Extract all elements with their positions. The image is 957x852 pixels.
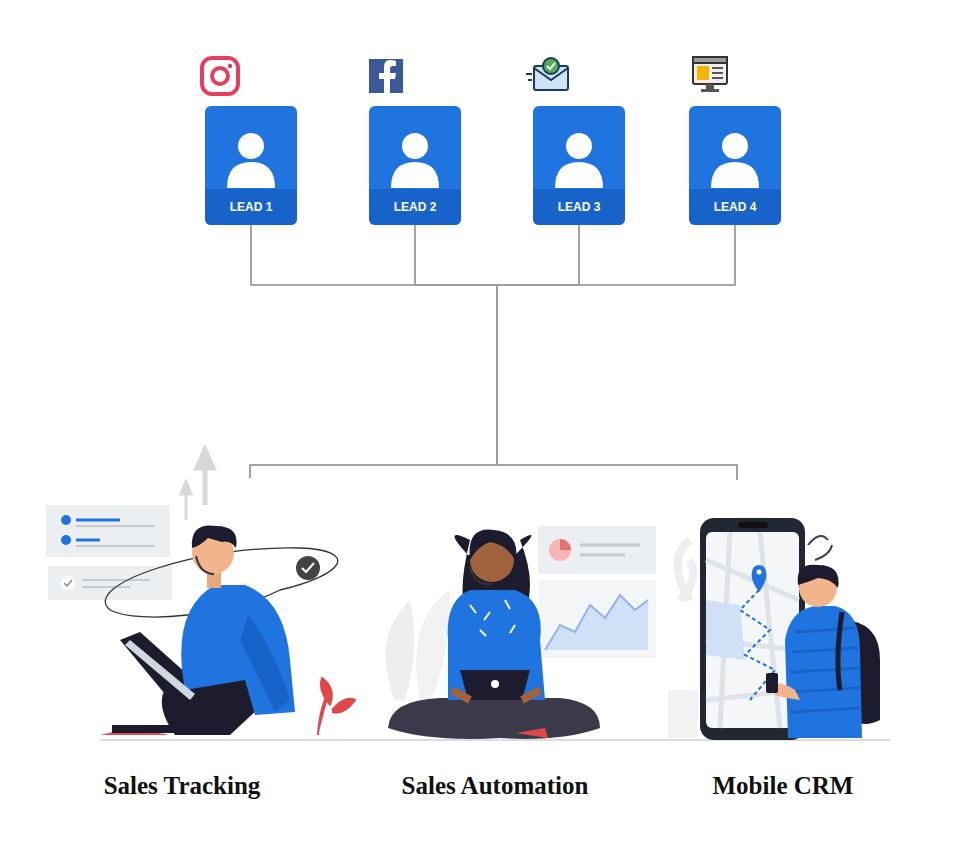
lead-label-band: LEAD 3 — [533, 189, 625, 225]
lead-label-band: LEAD 1 — [205, 189, 297, 225]
website-icon — [693, 57, 727, 92]
feature-panel: Sales Automation — [370, 466, 620, 808]
sales-automation-illustration — [318, 526, 656, 739]
lead-label: LEAD 3 — [558, 200, 601, 214]
person-icon — [369, 106, 461, 190]
feature-title: Mobile CRM — [710, 772, 857, 800]
lead-label: LEAD 4 — [714, 200, 757, 214]
tree-connector — [497, 225, 735, 466]
lead-label-band: LEAD 4 — [689, 189, 781, 225]
lead-card: LEAD 2 — [369, 106, 461, 225]
sales-tracking-illustration — [46, 450, 338, 735]
lead-card: LEAD 3 — [533, 106, 625, 225]
tree-connector — [415, 225, 737, 480]
tree-connector — [415, 225, 497, 466]
lead-label: LEAD 2 — [394, 200, 437, 214]
tree-connector — [497, 225, 579, 466]
tree-connector — [251, 225, 737, 480]
instagram-icon — [202, 58, 238, 94]
tree-connector — [497, 225, 737, 480]
mobile-crm-illustration — [668, 518, 880, 740]
lead-card: LEAD 4 — [689, 106, 781, 225]
tree-connector — [250, 225, 497, 478]
tree-connector — [250, 225, 735, 478]
tree-connector — [250, 225, 579, 478]
facebook-icon — [369, 59, 403, 93]
lead-label-band: LEAD 2 — [369, 189, 461, 225]
tree-connector — [497, 225, 737, 480]
feature-title: Sales Automation — [399, 772, 592, 800]
feature-title: Sales Tracking — [101, 772, 264, 800]
tree-connector — [251, 225, 497, 466]
tree-connector — [250, 225, 497, 478]
lead-card: LEAD 1 — [205, 106, 297, 225]
person-icon — [205, 106, 297, 190]
person-icon — [689, 106, 781, 190]
feature-panel: Sales Tracking — [57, 478, 307, 808]
email-icon — [526, 58, 568, 90]
person-icon — [533, 106, 625, 190]
lead-label: LEAD 1 — [230, 200, 273, 214]
feature-panel: Mobile CRM — [660, 480, 906, 808]
